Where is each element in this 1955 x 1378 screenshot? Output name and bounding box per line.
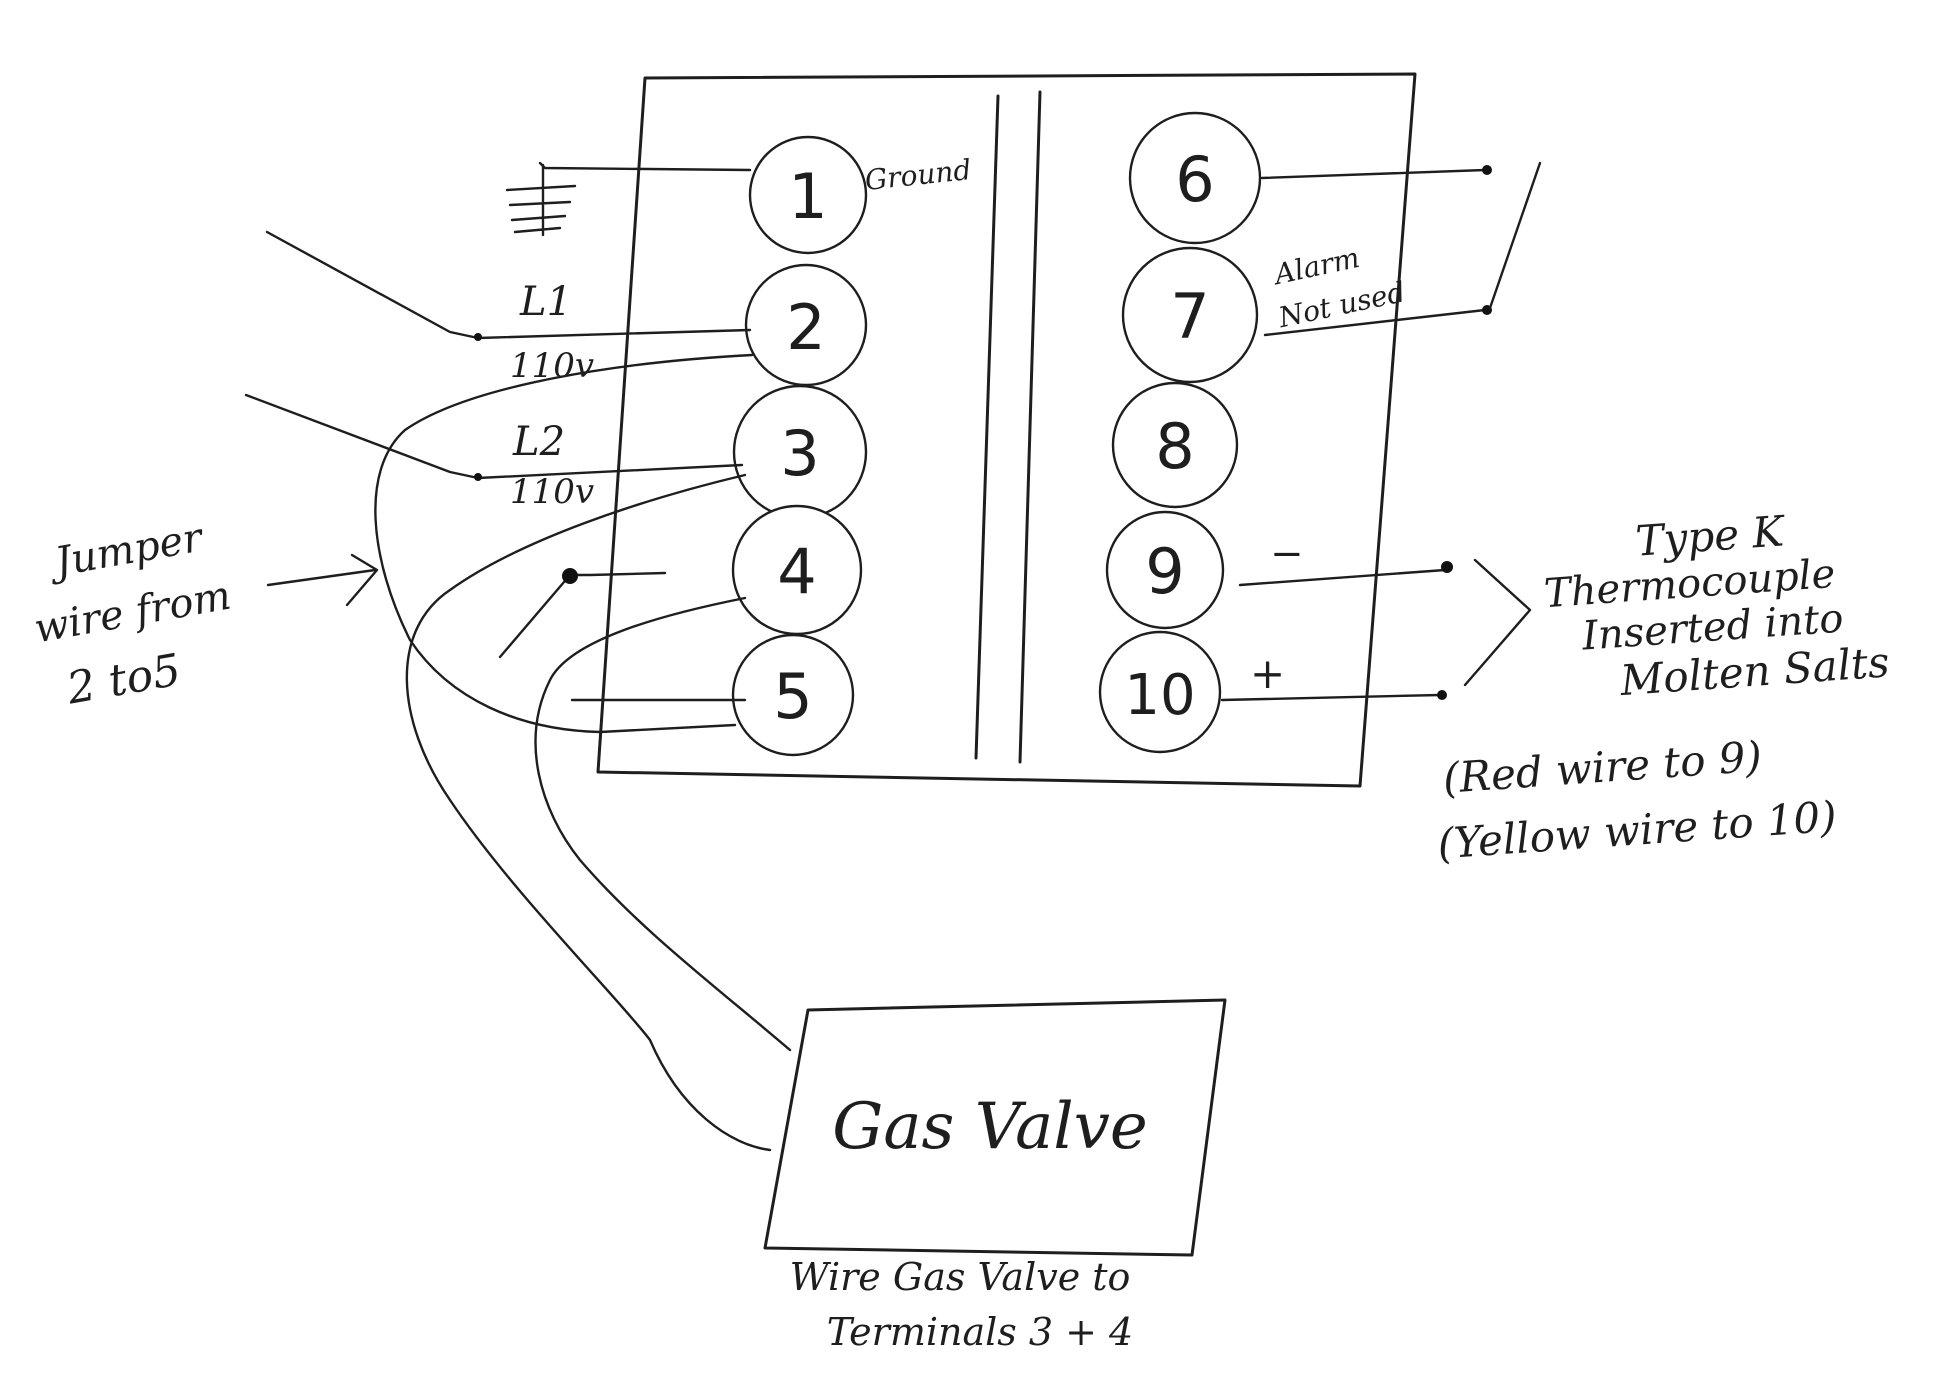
jumper-wire-path bbox=[374, 353, 754, 734]
terminal-2-number: 2 bbox=[786, 291, 825, 364]
thermocouple-label: Type K Thermocouple Inserted into Molten… bbox=[1543, 506, 1891, 705]
thermocouple-label-line1: Type K bbox=[1634, 506, 1788, 565]
thermocouple-bracket bbox=[1463, 558, 1532, 687]
alarm-contact-top bbox=[1482, 165, 1492, 175]
terminal-6: 6 bbox=[1128, 111, 1262, 245]
terminal-4-stub bbox=[498, 568, 667, 659]
terminal-4-stub-node bbox=[562, 568, 578, 584]
yellow-wire-note: (Yellow wire to 10) bbox=[1436, 792, 1838, 869]
l1-junction bbox=[474, 333, 482, 341]
power-line-l2: L2 110v bbox=[244, 393, 744, 512]
terminal-4-stub-wire bbox=[568, 571, 667, 577]
ground-connection: Ground bbox=[505, 153, 973, 237]
terminal-7-number: 7 bbox=[1170, 280, 1209, 353]
terminal-board bbox=[596, 72, 1417, 788]
terminal-10-number: 10 bbox=[1124, 663, 1195, 728]
terminal-3: 3 bbox=[732, 384, 868, 520]
terminal-4-number: 4 bbox=[777, 535, 816, 608]
terminal-1-number: 1 bbox=[788, 160, 827, 233]
terminal-8: 8 bbox=[1111, 381, 1239, 509]
ground-wire bbox=[538, 161, 752, 172]
alarm-wire-terminal-6 bbox=[1260, 168, 1487, 180]
gas-valve-wire-terminal-4 bbox=[534, 596, 792, 1052]
l2-junction bbox=[474, 473, 482, 481]
thermocouple-contact-negative bbox=[1441, 561, 1453, 573]
gas-valve-note-line1: Wire Gas Valve to bbox=[790, 1255, 1131, 1299]
jumper-pointer-arrow bbox=[266, 553, 379, 607]
jumper-wire: Jumper wire from 2 to5 bbox=[31, 353, 754, 734]
terminal-1-circle bbox=[748, 135, 868, 255]
terminal-9-circle bbox=[1105, 510, 1225, 630]
terminal-9: 9 bbox=[1105, 510, 1225, 630]
l1-label: L1 bbox=[519, 279, 572, 325]
terminal-10: 10 bbox=[1098, 630, 1222, 754]
terminal-2: 2 bbox=[744, 263, 868, 387]
l1-voltage-label: 110v bbox=[510, 346, 594, 386]
thermocouple-minus-sign: − bbox=[1270, 531, 1304, 577]
jumper-label: Jumper wire from 2 to5 bbox=[31, 514, 234, 715]
thermocouple-wire-terminal-10 bbox=[1220, 693, 1442, 702]
terminal-8-circle bbox=[1111, 381, 1239, 509]
l2-label: L2 bbox=[512, 419, 565, 465]
terminal-5-number: 5 bbox=[773, 660, 812, 733]
terminal-7: 7 bbox=[1121, 246, 1259, 384]
thermocouple-plus-sign: + bbox=[1250, 649, 1285, 698]
power-line-l1: L1 110v bbox=[265, 230, 752, 386]
alarm-switch-blade bbox=[1488, 161, 1542, 310]
terminal-8-number: 8 bbox=[1155, 410, 1194, 483]
terminal-1: 1 bbox=[748, 135, 868, 255]
terminal-board-outline bbox=[596, 72, 1417, 788]
gas-valve-note: Wire Gas Valve to Terminals 3 + 4 bbox=[790, 1255, 1134, 1354]
terminal-board-divider-right bbox=[1018, 90, 1042, 764]
gas-valve-note-line2: Terminals 3 + 4 bbox=[827, 1310, 1133, 1354]
terminal-6-circle bbox=[1128, 111, 1262, 245]
terminal-3-number: 3 bbox=[780, 417, 819, 490]
terminal-6-number: 6 bbox=[1175, 143, 1214, 216]
terminal-10-circle bbox=[1098, 630, 1222, 754]
l2-voltage-label: 110v bbox=[510, 472, 594, 512]
ground-symbol-icon bbox=[505, 163, 577, 237]
thermocouple-contact-positive bbox=[1437, 690, 1447, 700]
jumper-label-line3: 2 to5 bbox=[62, 645, 184, 715]
l2-wire bbox=[244, 393, 744, 480]
gas-valve-box bbox=[763, 998, 1227, 1257]
thermocouple-wire-notes: (Red wire to 9) (Yellow wire to 10) bbox=[1436, 732, 1838, 869]
l1-wire bbox=[265, 230, 752, 340]
alarm-wire-terminal-7 bbox=[1263, 308, 1487, 337]
terminal-board-divider-left bbox=[974, 94, 1000, 760]
red-wire-note: (Red wire to 9) bbox=[1441, 732, 1763, 803]
gas-valve-wire-terminal-3 bbox=[405, 473, 772, 1152]
gas-valve-wires bbox=[405, 473, 792, 1152]
terminal-4-stub-tail bbox=[498, 573, 572, 659]
terminal-5: 5 bbox=[731, 633, 855, 757]
terminal-5-circle bbox=[731, 633, 855, 757]
thermocouple-wire-terminal-9 bbox=[1238, 568, 1447, 587]
terminal-7-circle bbox=[1121, 246, 1259, 384]
terminal-9-number: 9 bbox=[1145, 535, 1184, 608]
ground-label: Ground bbox=[863, 153, 972, 197]
terminal-2-circle bbox=[744, 263, 868, 387]
gas-valve: Gas Valve bbox=[763, 998, 1227, 1257]
jumper-label-line1: Jumper bbox=[45, 514, 209, 587]
alarm-label: Alarm Not used bbox=[1269, 241, 1408, 334]
terminal-4: 4 bbox=[731, 504, 863, 636]
gas-valve-label: Gas Valve bbox=[832, 1090, 1147, 1164]
thermocouple-circuit: − + Type K Thermocouple Inserted into Mo… bbox=[1220, 506, 1891, 869]
alarm-label-line1: Alarm bbox=[1269, 241, 1363, 292]
